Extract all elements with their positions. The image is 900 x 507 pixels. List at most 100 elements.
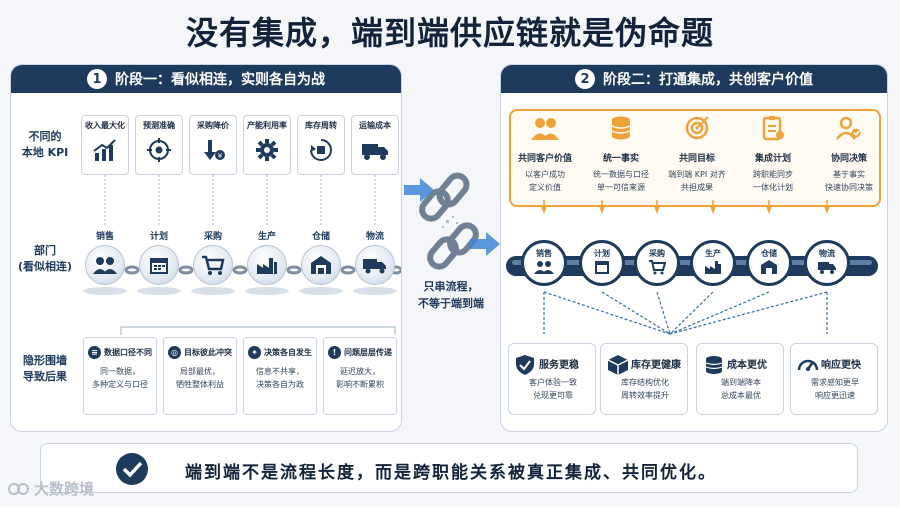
target-icon xyxy=(685,116,709,140)
collab-title: 协同决策 xyxy=(830,154,867,164)
database-icon: ≡ xyxy=(88,346,101,359)
outcome-desc: 客户体验一致 兑现更可靠 xyxy=(529,378,577,400)
arrow-right-icon xyxy=(404,178,434,202)
kpi-label: 收入最大化 xyxy=(85,121,125,130)
row-label-hidden: 隐形围墙 导致后果 xyxy=(23,354,67,383)
dept-label: 销售 xyxy=(536,249,552,258)
factory-icon xyxy=(257,258,277,274)
dept-label: 生产 xyxy=(705,249,721,258)
warehouse-icon xyxy=(311,256,331,274)
watermark-logo-icon xyxy=(8,482,29,495)
chain-link xyxy=(427,236,459,270)
orange-arrow xyxy=(541,206,547,214)
price-down-icon: ¥ xyxy=(204,140,225,160)
dept-node: 计划 xyxy=(134,229,184,295)
truck-icon xyxy=(818,262,836,274)
people-group-icon xyxy=(93,257,117,274)
phase1-panel: 1 阶段一：看似相连，实则各自为战 不同的 本地 KPI 部门 (看似相连) 隐… xyxy=(10,64,402,432)
calendar-icon xyxy=(595,261,609,274)
dept-label: 采购 xyxy=(649,249,665,258)
outcome-title: 库存更健康 xyxy=(631,360,681,371)
conclusion-banner: 端到端不是流程长度，而是跨职能关系被真正集成、共同优化。 xyxy=(40,443,858,493)
watermark: 大数跨境 xyxy=(8,478,94,499)
consequence-card: ✦决策各自发生 信息不共享， 决策各自为政 xyxy=(243,337,317,415)
kpi-label: 产能利用率 xyxy=(247,121,287,130)
shopping-cart-icon xyxy=(649,260,667,275)
integrated-dept-node: 物流 xyxy=(804,240,850,286)
dept-label: 计划 xyxy=(594,249,610,258)
collab-desc: 以客户成功 定义价值 xyxy=(525,170,565,192)
kpi-label: 库存周转 xyxy=(305,121,337,130)
collab-title: 集成计划 xyxy=(754,154,791,164)
outcome-title: 服务更稳 xyxy=(539,360,579,371)
consequence-desc: 同一数据， 多种定义与口径 xyxy=(92,367,148,389)
kpi-card: 预测准确 xyxy=(135,115,183,175)
dept-label: 仓储 xyxy=(311,232,330,242)
consequence-card: !问题层层传递 延迟放大， 影响不断累积 xyxy=(323,337,397,415)
integrated-dept-node: 销售 xyxy=(521,240,567,286)
consequence-title: 问题层层传递 xyxy=(344,348,392,357)
decision-person-icon xyxy=(836,116,861,140)
kpi-label: 预测准确 xyxy=(143,121,175,130)
kpi-card: 库存周转 xyxy=(297,115,345,175)
conclusion-text: 端到端不是流程长度，而是跨职能关系被真正集成、共同优化。 xyxy=(185,463,717,483)
arrow-right-icon xyxy=(470,232,500,256)
dept-label: 计划 xyxy=(149,232,168,242)
phase1-number: 1 xyxy=(87,69,107,89)
dept-label: 物流 xyxy=(819,249,835,258)
people-group-icon xyxy=(534,261,554,274)
check-circle-icon xyxy=(116,453,148,485)
target-conflict-icon: ◎ xyxy=(168,346,181,359)
box-icon xyxy=(607,355,629,375)
kpi-card: 运输成本 xyxy=(351,115,399,175)
target-crosshair-icon xyxy=(147,138,171,162)
dept-label: 采购 xyxy=(203,232,222,242)
integrated-dept-node: 采购 xyxy=(634,240,680,286)
kpi-dept-connectors xyxy=(104,175,401,335)
calendar-icon xyxy=(150,258,168,274)
consequence-desc: 信息不共享， 决策各自为政 xyxy=(256,367,304,389)
speedometer-icon xyxy=(797,359,819,371)
collab-title: 共同目标 xyxy=(678,154,715,164)
inventory-cycle-icon xyxy=(310,139,332,161)
break-fragments xyxy=(442,216,458,228)
row-label-kpi: 不同的 本地 KPI xyxy=(21,130,69,159)
clipboard-plan-icon xyxy=(762,116,784,141)
orange-arrow xyxy=(599,206,605,214)
collab-title: 共同客户价值 xyxy=(517,154,572,164)
gear-icon xyxy=(256,139,278,161)
consequence-title: 数据口径不同 xyxy=(104,348,152,357)
dept-node: 物流 xyxy=(350,229,400,295)
phase1-header: 1 阶段一：看似相连，实则各自为战 xyxy=(11,65,401,93)
warning-icon: ! xyxy=(328,346,341,359)
collab-desc: 基于事实 快速协同决策 xyxy=(825,170,873,192)
collab-desc: 统一数据与口径 单一可信来源 xyxy=(593,170,649,192)
outcome-title: 成本更优 xyxy=(727,360,767,371)
outcome-title: 响应更快 xyxy=(821,360,861,371)
outcome-desc: 端到端降本 总成本最优 xyxy=(721,378,761,400)
dept-node: 生产 xyxy=(242,229,292,295)
collab-desc: 端到端 KPI 对齐 共担成果 xyxy=(668,170,726,192)
collab-desc: 跨职能同步 一体化计划 xyxy=(753,170,793,192)
outcome-card: 成本更优 端到端降本 总成本最优 xyxy=(696,343,784,415)
kpi-card: 产能利用率 xyxy=(243,115,291,175)
collaboration-frame xyxy=(509,109,881,207)
collab-item: 集成计划 跨职能同步 一体化计划 xyxy=(740,115,806,205)
chain-link xyxy=(436,172,470,208)
collab-item: 协同决策 基于事实 快速协同决策 xyxy=(816,115,882,205)
dept-node: 销售 xyxy=(80,229,130,295)
dept-node: 采购 xyxy=(188,229,238,295)
consequence-title: 决策各自发生 xyxy=(264,348,312,357)
people-split-icon: ✦ xyxy=(248,346,261,359)
orange-arrow xyxy=(654,206,660,214)
row-label-dept: 部门 (看似相连) xyxy=(17,244,73,273)
integrated-dept-node: 计划 xyxy=(579,240,625,286)
database-icon xyxy=(611,116,631,140)
svg-text:¥: ¥ xyxy=(218,152,223,160)
dept-node: 仓储 xyxy=(296,229,346,295)
outcome-desc: 库存结构优化 周转效率提升 xyxy=(621,378,669,400)
phase2-number: 2 xyxy=(575,69,595,89)
outcome-card: 库存更健康 库存结构优化 周转效率提升 xyxy=(600,343,688,415)
coin-stack-icon xyxy=(705,356,723,374)
consequence-card: ≡数据口径不同 同一数据， 多种定义与口径 xyxy=(83,337,157,415)
